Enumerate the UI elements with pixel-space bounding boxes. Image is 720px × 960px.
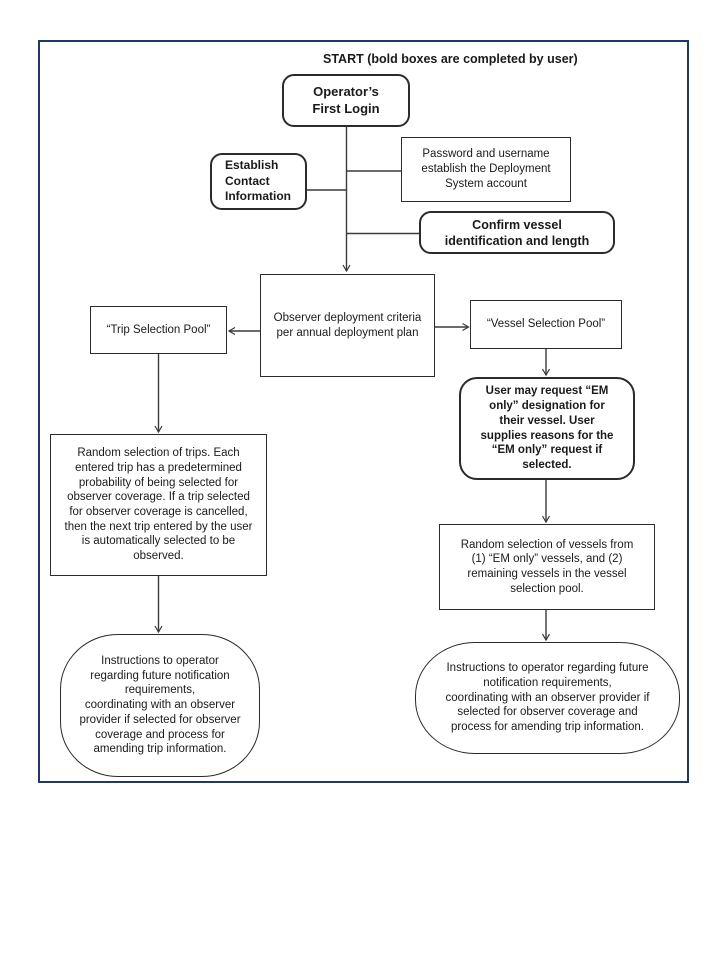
node-random-trip-selection: Random selection of trips. Each entered … (50, 434, 267, 576)
node-observer-deployment-criteria: Observer deployment criteria per annual … (260, 274, 435, 377)
node-vessel-operator-instructions: Instructions to operator regarding futur… (415, 642, 680, 754)
flowchart-frame: START (bold boxes are completed by user)… (38, 40, 689, 783)
connector-lines (154, 127, 551, 642)
node-operator-first-login: Operator’s First Login (282, 74, 410, 127)
node-random-vessel-selection: Random selection of vessels from (1) “EM… (439, 524, 655, 610)
node-trip-operator-instructions: Instructions to operator regarding futur… (60, 634, 260, 777)
node-vessel-selection-pool: “Vessel Selection Pool” (470, 300, 622, 349)
node-trip-selection-pool: “Trip Selection Pool” (90, 306, 227, 354)
node-em-only-request: User may request “EM only” designation f… (459, 377, 635, 480)
node-establish-contact-information: Establish Contact Information (210, 153, 307, 210)
diagram-title: START (bold boxes are completed by user) (323, 52, 578, 66)
node-confirm-vessel-identification: Confirm vessel identification and length (419, 211, 615, 254)
node-password-username-account: Password and username establish the Depl… (401, 137, 571, 202)
